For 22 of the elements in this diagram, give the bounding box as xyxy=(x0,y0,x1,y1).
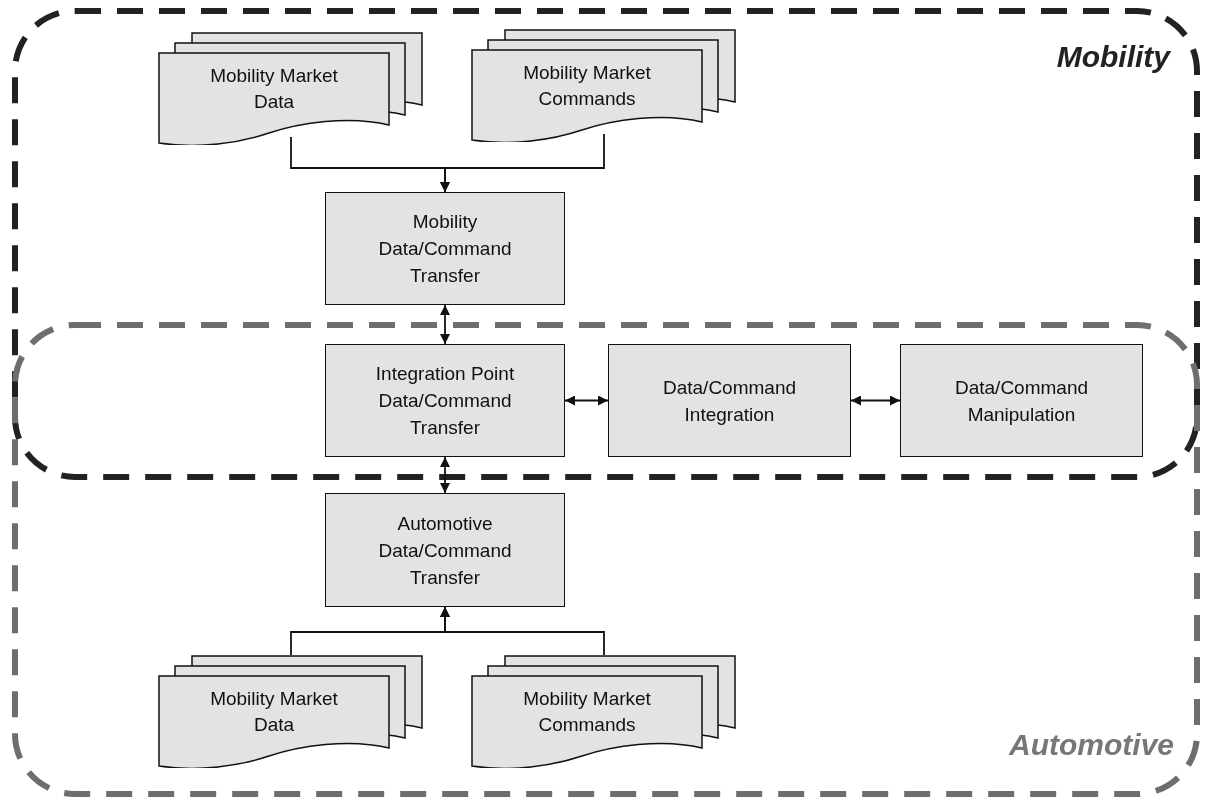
process-box xyxy=(900,344,1143,457)
node-label: Mobility Market Data xyxy=(209,687,339,737)
arrow xyxy=(440,304,450,345)
node-label: Mobility Market Data xyxy=(209,64,339,114)
node-label: Data/Command Integration xyxy=(661,375,798,427)
arrow xyxy=(564,395,609,406)
arrow xyxy=(440,606,605,656)
node-label: Integration Point Data/Command Transfer xyxy=(374,362,516,440)
process-box xyxy=(325,493,565,607)
node-label: Automotive Data/Command Transfer xyxy=(377,511,513,590)
node-label: Mobility Market Commands xyxy=(522,61,652,111)
arrow xyxy=(850,395,901,406)
region-title: Automotive xyxy=(1009,727,1174,763)
process-box xyxy=(325,192,565,305)
process-box xyxy=(608,344,851,457)
process-box xyxy=(325,344,565,457)
node-label: Data/Command Manipulation xyxy=(953,375,1090,427)
node-label: Mobility Market Commands xyxy=(522,687,652,737)
node-label: Mobility Data/Command Transfer xyxy=(377,210,513,288)
arrow xyxy=(440,456,450,494)
region-title: Mobility xyxy=(1056,39,1170,75)
arrow xyxy=(440,133,605,193)
